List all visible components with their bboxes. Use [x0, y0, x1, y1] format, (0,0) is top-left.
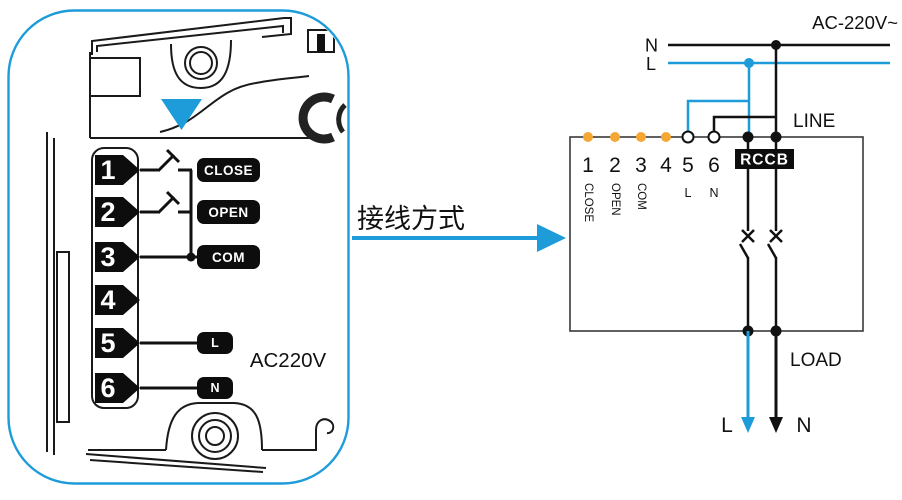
left-rail-strip: [56, 251, 70, 423]
terminal-number: 2: [100, 197, 115, 227]
breaker-lever-left: [738, 243, 750, 259]
open-label-box: [197, 200, 260, 224]
close-label: CLOSE: [204, 163, 253, 178]
device-panel: 1 2 3 4 5 6 CLOSE OPEN COM L N AC220V: [7, 9, 350, 485]
rccb-input-dot-right: [770, 131, 782, 143]
mount-screw-outer: [191, 412, 239, 460]
terminal-dot-1: [583, 132, 593, 142]
rccb-label: RCCB: [740, 152, 789, 169]
junction-dot: [186, 252, 196, 262]
screw-tab: [170, 39, 232, 90]
circuit-schematic: AC-220V~ N L LINE RCCB: [569, 12, 898, 437]
terminal-number: 5: [100, 328, 115, 358]
terminal-number: 1: [100, 155, 115, 185]
bottom-plate-line1: [85, 453, 267, 469]
schematic-terminal-dots: [583, 130, 782, 144]
top-right-clip-mark: [317, 34, 325, 52]
schematic-name-com: COM: [635, 183, 647, 210]
supply-label: AC-220V~: [812, 12, 898, 33]
schematic-terminal-numbers: 1 2 3 4 5 6: [582, 154, 720, 177]
device-terminals: 1 2 3 4 5 6: [95, 155, 140, 403]
neutral-branch-wire: [712, 115, 776, 132]
com-label-box: [197, 245, 260, 269]
switch-1-bar: [165, 148, 181, 164]
terminal-arrow-1: [95, 155, 140, 185]
terminal-dot-3: [636, 132, 646, 142]
load-side-label: LOAD: [790, 350, 842, 371]
transition-connector: 接线方式: [352, 204, 566, 252]
bottom-plate-line2: [89, 459, 264, 473]
terminal-dot-4: [661, 132, 671, 142]
device-voltage-label: AC220V: [250, 349, 327, 372]
device-border: [7, 9, 350, 485]
screw-hole-outer: [184, 46, 218, 80]
terminal-block: [91, 147, 139, 409]
device-line-art: [46, 17, 347, 473]
live-line-label: L: [646, 54, 656, 74]
schematic-num-1: 1: [582, 154, 594, 177]
schematic-num-5: 5: [682, 154, 694, 177]
screw-hole-inner: [189, 51, 213, 75]
terminal-arrow-2: [95, 197, 140, 227]
terminal-dot-6: [707, 130, 721, 144]
schematic-num-4: 4: [660, 154, 672, 177]
neutral-line-label: N: [645, 36, 658, 56]
n-label-box: [197, 377, 233, 399]
schematic-num-2: 2: [609, 154, 621, 177]
schematic-num-3: 3: [635, 154, 647, 177]
breaker-x-right-icon: [769, 229, 783, 243]
neutral-junction-dot: [771, 40, 781, 50]
open-label: OPEN: [208, 205, 248, 220]
terminal-dot-5: [681, 130, 695, 144]
schematic-name-l: L: [685, 186, 692, 200]
terminal-number: 6: [100, 373, 115, 403]
device-wiring: [140, 148, 197, 390]
close-label-box: [197, 158, 260, 182]
live-branch-wire: [686, 99, 749, 132]
l-label: L: [211, 336, 219, 350]
line-side-label: LINE: [793, 111, 835, 132]
schematic-name-open: OPEN: [609, 183, 621, 216]
load-live-label: L: [721, 414, 733, 437]
breaker-lever-right: [766, 243, 778, 259]
terminal-arrow-4: [95, 285, 140, 315]
mount-screw-inner: [205, 426, 225, 446]
live-junction-dot: [744, 58, 754, 68]
connector-arrow-head-icon: [537, 224, 566, 252]
mount-screw-mid: [198, 419, 232, 453]
switch-2-bar: [165, 190, 181, 206]
terminal-arrow-6: [95, 373, 140, 403]
switch-2-lever: [156, 195, 176, 215]
terminal-number: 4: [100, 285, 115, 315]
terminal-dot-2: [610, 132, 620, 142]
hinge-c-arc: [298, 92, 335, 144]
mount-arch: [165, 402, 263, 451]
terminal-number: 3: [100, 242, 115, 272]
schematic-name-n: N: [709, 186, 718, 200]
hinge-arc-sliver: [336, 103, 347, 134]
bottom-hook: [262, 418, 335, 451]
rccb-box: [735, 149, 794, 169]
schematic-num-6: 6: [708, 154, 720, 177]
schematic-terminal-names: CLOSE OPEN COM L N: [582, 183, 719, 222]
device-terminal-labels: CLOSE OPEN COM L N: [197, 158, 260, 399]
connector-label: 接线方式: [357, 204, 465, 234]
terminal-arrow-3: [95, 242, 140, 272]
breaker-x-left-icon: [741, 229, 755, 243]
load-neutral-label: N: [796, 414, 811, 437]
schematic-name-close: CLOSE: [582, 183, 594, 222]
device-flap-outline: [91, 17, 292, 55]
device-flap-inner-line: [96, 24, 284, 52]
rccb-input-dot-left: [742, 131, 754, 143]
load-live-arrow-icon: [741, 417, 755, 433]
switch-1-lever: [156, 153, 176, 173]
alignment-triangle-icon: [161, 99, 202, 130]
load-neutral-arrow-icon: [769, 417, 783, 433]
n-label: N: [210, 381, 219, 395]
terminal-arrow-5: [95, 328, 140, 358]
l-label-box: [197, 332, 233, 354]
com-label: COM: [212, 250, 245, 265]
